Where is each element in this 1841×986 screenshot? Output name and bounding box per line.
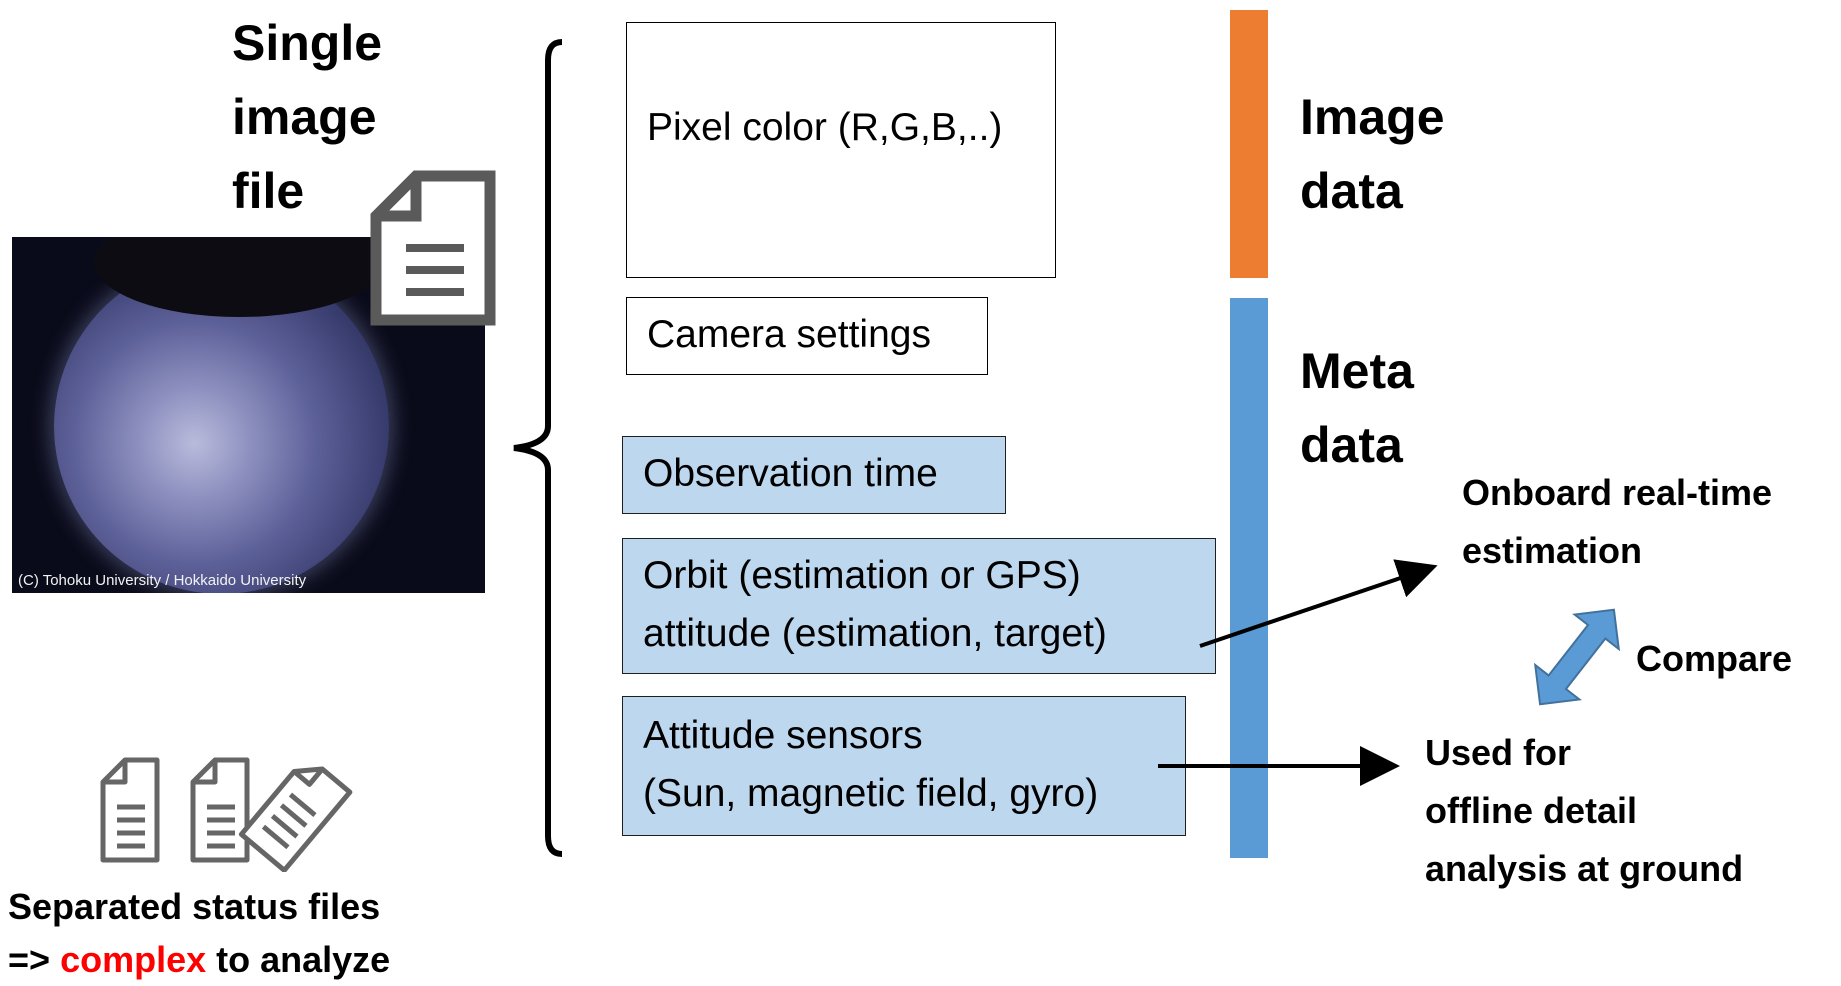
title-line-2: image [232, 89, 377, 145]
arrow-to-onboard [1199, 559, 1438, 648]
document-icon [370, 170, 496, 326]
sensors-line-2: (Sun, magnetic field, gyro) [643, 772, 1099, 815]
onboard-line-1: Onboard real-time [1462, 472, 1773, 513]
title-line-3: file [232, 163, 305, 219]
documents-group-icon [100, 757, 353, 872]
caption-suffix: to analyze [206, 939, 391, 980]
orbit-line-1: Orbit (estimation or GPS) [643, 554, 1081, 597]
image-data-label: Image data [1300, 80, 1445, 228]
meta-data-line-1: Meta [1300, 343, 1414, 399]
compare-text: Compare [1636, 638, 1793, 679]
image-data-line-2: data [1300, 163, 1403, 219]
curly-brace [513, 39, 563, 857]
used-line-3: analysis at ground [1425, 848, 1744, 889]
photo-credit: (C) Tohoku University / Hokkaido Univers… [18, 572, 307, 589]
attitude-sensors-box: Attitude sensors (Sun, magnetic field, g… [622, 696, 1186, 836]
pixel-color-box: Pixel color (R,G,B,..) [626, 22, 1056, 278]
caption-highlight: complex [60, 939, 207, 980]
orbit-line-2: attitude (estimation, target) [643, 612, 1107, 655]
image-data-line-1: Image [1300, 89, 1445, 145]
caption-prefix: => [8, 939, 61, 980]
used-line-2: offline detail [1425, 790, 1638, 831]
orbit-attitude-box: Orbit (estimation or GPS) attitude (esti… [622, 538, 1216, 674]
single-image-file-title: Single image file [232, 6, 382, 228]
onboard-estimation-note: Onboard real-time estimation [1462, 464, 1772, 580]
offline-analysis-note: Used for offline detail analysis at grou… [1425, 724, 1743, 898]
camera-settings-box: Camera settings [626, 297, 988, 375]
meta-data-line-2: data [1300, 417, 1403, 473]
observation-time-box: Observation time [622, 436, 1006, 514]
compare-label: Compare [1636, 630, 1792, 688]
observation-time-label: Observation time [643, 452, 938, 495]
caption-line-2: => complex to analyze [8, 933, 390, 986]
separated-status-caption: Separated status files => complex to ana… [8, 880, 390, 986]
pixel-color-label: Pixel color (R,G,B,..) [647, 106, 1003, 149]
image-data-bar [1230, 10, 1268, 278]
onboard-line-2: estimation [1462, 530, 1643, 571]
meta-data-label: Meta data [1300, 334, 1414, 482]
used-line-1: Used for [1425, 732, 1572, 773]
title-line-1: Single [232, 15, 383, 71]
caption-line-1: Separated status files [8, 886, 381, 927]
camera-settings-label: Camera settings [647, 313, 931, 356]
sensors-line-1: Attitude sensors [643, 714, 923, 757]
compare-arrow [1533, 608, 1621, 706]
